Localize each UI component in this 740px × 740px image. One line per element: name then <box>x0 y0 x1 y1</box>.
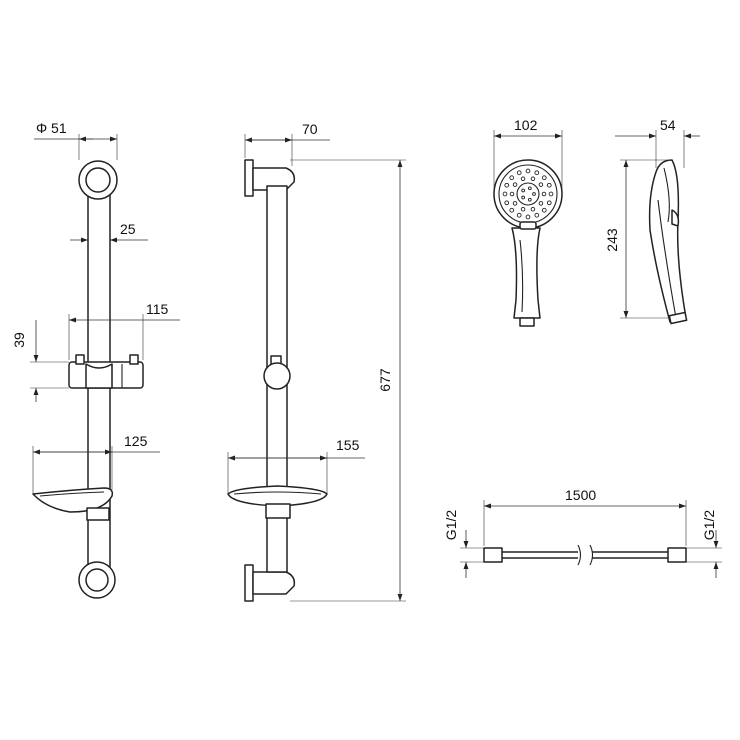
label-handset-length: 243 <box>604 228 620 252</box>
nozzle-dot <box>525 214 531 220</box>
label-thread-right: G1/2 <box>701 510 717 541</box>
label-head-depth: 54 <box>660 117 676 133</box>
nozzle-dot <box>541 175 547 181</box>
label-total-height: 677 <box>377 368 393 392</box>
hand-shower-connector <box>519 317 535 327</box>
nozzle-dot <box>504 182 510 188</box>
label-wall-offset: 70 <box>302 121 318 137</box>
label-dish-side: 155 <box>336 437 360 453</box>
nozzle-dot <box>548 191 554 197</box>
front-bottom-bracket <box>78 561 116 599</box>
side-bottom-wall-plate <box>244 564 254 602</box>
nozzle-dot <box>520 206 526 212</box>
side-top-arm <box>252 167 296 191</box>
dim-head-width: 102 <box>493 117 563 188</box>
dim-thread-left: G1/2 <box>443 510 484 578</box>
nozzle-dot <box>546 200 552 206</box>
label-hose-length: 1500 <box>565 487 596 503</box>
hose-view: 1500 G1/2 G1/2 <box>443 487 722 578</box>
hand-shower-side-view: 54 243 <box>604 117 700 325</box>
side-bottom-arm <box>252 571 296 595</box>
dim-holder-width: 115 <box>68 301 180 360</box>
hose-break-left <box>577 544 582 566</box>
dim-dish-front: 125 <box>32 433 160 494</box>
front-soap-dish <box>32 487 114 521</box>
hand-shower-button <box>519 221 537 230</box>
front-view: Φ 51 25 115 39 125 <box>11 120 180 599</box>
hose-right-nut <box>667 547 687 563</box>
nozzle-dot <box>502 191 508 197</box>
nozzle-dot <box>532 192 536 196</box>
nozzle-dot <box>538 201 544 206</box>
nozzle-dot <box>538 182 544 187</box>
side-holder-knob <box>263 355 291 390</box>
dim-holder-height: 39 <box>11 320 69 402</box>
nozzle-dot <box>509 175 515 181</box>
nozzle-dot <box>527 197 532 202</box>
dim-total-height: 677 <box>290 159 406 602</box>
front-top-bracket <box>78 160 118 200</box>
hand-shower-profile-button <box>671 209 680 227</box>
nozzle-dot <box>509 191 515 197</box>
nozzle-dot <box>512 201 518 206</box>
side-view: 70 155 677 <box>227 121 406 602</box>
nozzle-dot <box>516 212 522 218</box>
nozzle-dot <box>512 182 518 187</box>
dim-handset-length: 243 <box>604 159 670 319</box>
nozzle-dot <box>516 170 522 176</box>
nozzle-dot <box>525 168 531 174</box>
dim-dish-side: 155 <box>227 437 365 494</box>
hand-shower-handle <box>511 227 541 319</box>
nozzle-dot <box>534 212 540 218</box>
label-rail-tube: 25 <box>120 221 136 237</box>
front-sliding-holder <box>68 354 144 389</box>
hose-left-nut <box>483 547 503 563</box>
nozzle-dot <box>520 176 526 182</box>
label-dish-front: 125 <box>124 433 148 449</box>
side-soap-dish <box>227 485 328 519</box>
nozzle-dot <box>521 195 525 200</box>
hand-shower-nozzles <box>502 168 554 220</box>
hand-shower-profile <box>648 159 687 323</box>
label-head-width: 102 <box>514 117 538 133</box>
dim-thread-right: G1/2 <box>686 510 722 578</box>
hand-shower-profile-connector <box>668 311 688 325</box>
dim-head-depth: 54 <box>615 117 700 168</box>
label-rail-diameter: Φ 51 <box>36 120 67 136</box>
hand-shower-front-view: 102 <box>493 117 563 327</box>
hose-break-right <box>589 544 594 566</box>
label-holder-height: 39 <box>11 332 27 348</box>
nozzle-dot <box>521 188 525 193</box>
dim-hose-length: 1500 <box>483 487 687 546</box>
dim-wall-offset: 70 <box>244 121 330 166</box>
nozzle-dot <box>509 207 515 213</box>
label-holder-width: 115 <box>146 301 169 317</box>
nozzle-dot <box>530 176 536 182</box>
nozzle-dot <box>541 191 547 197</box>
dim-rail-tube: 25 <box>70 221 148 243</box>
dim-rail-diameter: Φ 51 <box>34 120 118 160</box>
nozzle-dot <box>504 200 510 206</box>
nozzle-dot <box>530 206 536 212</box>
nozzle-dot <box>541 207 547 213</box>
side-top-wall-plate <box>244 159 254 197</box>
nozzle-dot <box>546 182 552 188</box>
nozzle-dot <box>534 170 540 176</box>
nozzle-dot <box>527 186 532 191</box>
label-thread-left: G1/2 <box>443 510 459 541</box>
